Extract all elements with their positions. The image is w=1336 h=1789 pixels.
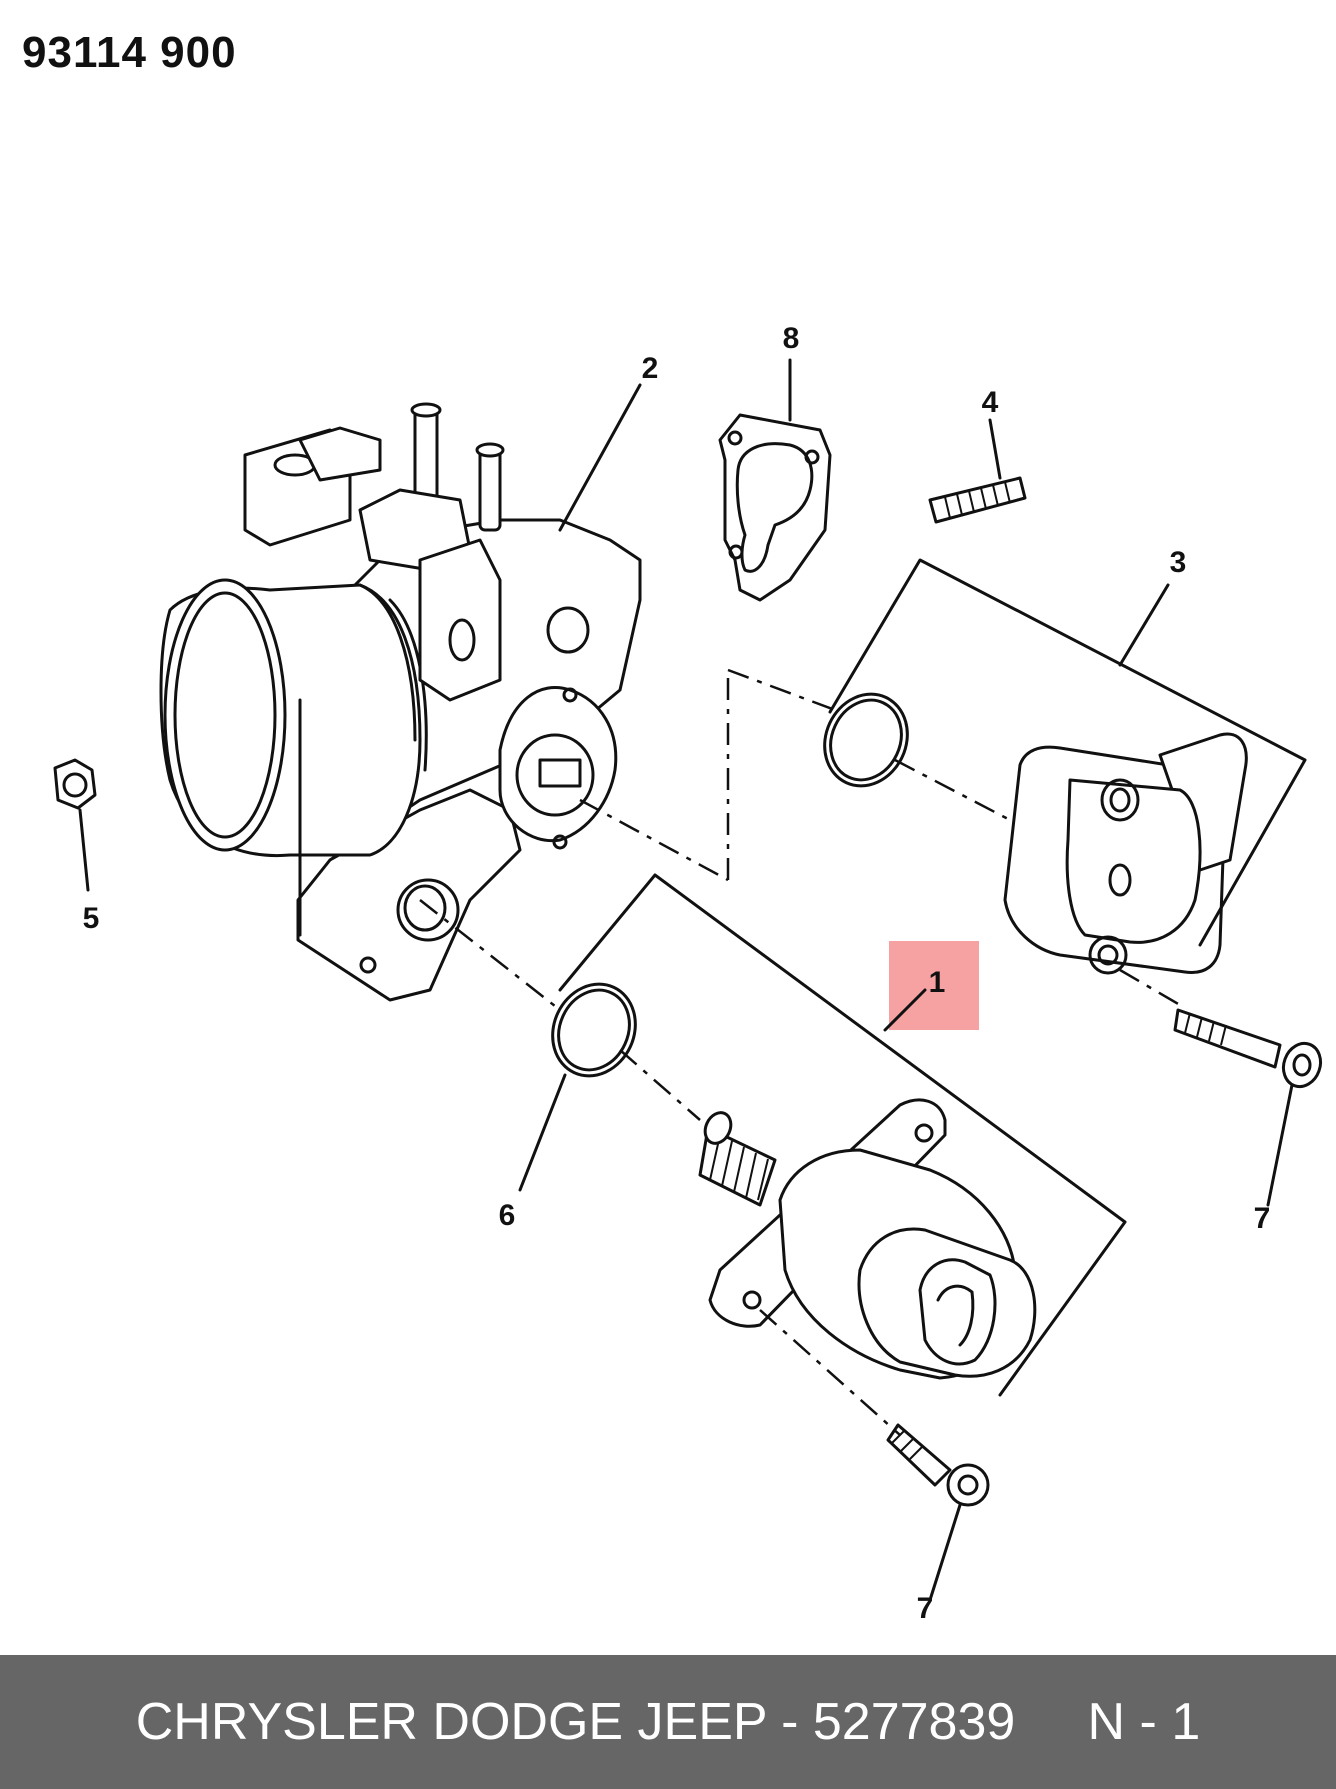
callout-7-lower: 7 (917, 1592, 934, 1625)
leader-lines (78, 358, 1294, 1602)
group-bracket-3 (828, 558, 1307, 947)
exploded-parts-diagram: 1 2 3 4 5 6 7 7 8 (53, 322, 1323, 1625)
nut (53, 758, 97, 810)
screw-upper (1173, 1008, 1323, 1089)
gasket (718, 413, 832, 602)
callout-1: 1 (929, 966, 946, 999)
callout-4: 4 (982, 386, 999, 419)
highlight-callout-1 (889, 941, 979, 1030)
stud (928, 476, 1027, 524)
callout-6: 6 (499, 1199, 516, 1232)
callout-5: 5 (83, 902, 100, 935)
idle-air-control-motor (698, 1098, 1037, 1380)
callout-3: 3 (1170, 546, 1187, 579)
footer-bar: CHRYSLER DODGE JEEP - 5277839 N - 1 (0, 1655, 1336, 1789)
callout-7-upper: 7 (1254, 1202, 1271, 1235)
footer-part-info: CHRYSLER DODGE JEEP - 5277839 N - 1 (135, 1693, 1201, 1751)
o-ring-upper (823, 692, 909, 788)
page-code: 93114 900 (22, 28, 237, 77)
callout-8: 8 (783, 322, 800, 355)
throttle-position-sensor (1003, 732, 1248, 975)
o-ring-lower (551, 982, 637, 1078)
group-bracket-1 (558, 873, 1127, 1397)
callout-2: 2 (642, 352, 659, 385)
screw-lower (886, 1423, 990, 1507)
throttle-body (159, 402, 642, 1002)
assembly-centerlines (419, 668, 1181, 1436)
